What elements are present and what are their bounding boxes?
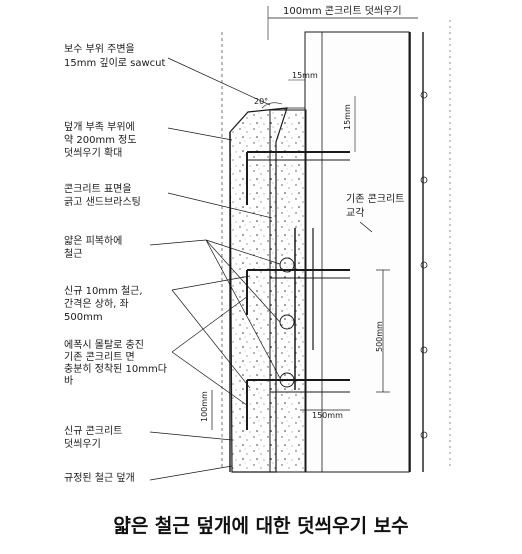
label-sawcut: 보수 부위 주변을 15mm 깊이로 sawcut (64, 42, 166, 69)
label-new-rebar: 신규 10mm 철근, 간격은 상하, 좌 500mm (64, 285, 146, 323)
label-existing-pier: 기존 콘크리트 교각 (346, 193, 408, 219)
rebar-section (420, 261, 428, 269)
label-new-overlay: 신규 콘크리트 덧씌우기 (64, 425, 126, 450)
angle-label: 20° (254, 97, 268, 106)
label-thin-cover-rebar: 얇은 피복하에 철근 (64, 234, 126, 260)
rebar-section (420, 91, 428, 99)
spacing-dim-label: 500mm (375, 321, 384, 352)
label-epoxy-anchor: 에폭시 몰탈로 충진 기존 콘크리트 면 충분히 정착된 10mm다 바 (64, 338, 170, 387)
slant-dim-label: 15mm (343, 104, 352, 130)
existing-rebar (279, 257, 295, 273)
leader-lines (149, 57, 281, 481)
existing-rebar (279, 372, 295, 388)
angle-arc (261, 102, 283, 109)
rebar-section (420, 431, 428, 439)
label-extend-overlay: 덮개 부족 부위에 약 200mm 정도 덧씌우기 확대 (64, 120, 140, 159)
diagram-caption: 얇은 철근 덮개에 대한 덧씌우기 보수 (113, 515, 408, 537)
bottom-dim-label: 150mm (312, 411, 343, 420)
existing-pier (304, 31, 410, 473)
anchor-bar-2 (246, 269, 350, 315)
right-label-arrow (359, 221, 373, 233)
rebar-section (420, 176, 428, 184)
overlay-thickness-label: 100mm 콘크리트 덧씌우기 (283, 5, 402, 17)
label-specified-cover: 규정된 철근 덮개 (64, 472, 135, 484)
anchor-bar-1 (246, 151, 350, 205)
label-sandblast: 콘크리트 표면을 긁고 샌드브라스팅 (64, 183, 141, 208)
left-dim-label: 100mm (200, 391, 209, 422)
rebar-section (420, 346, 428, 354)
top-dim-label: 15mm (292, 71, 318, 80)
